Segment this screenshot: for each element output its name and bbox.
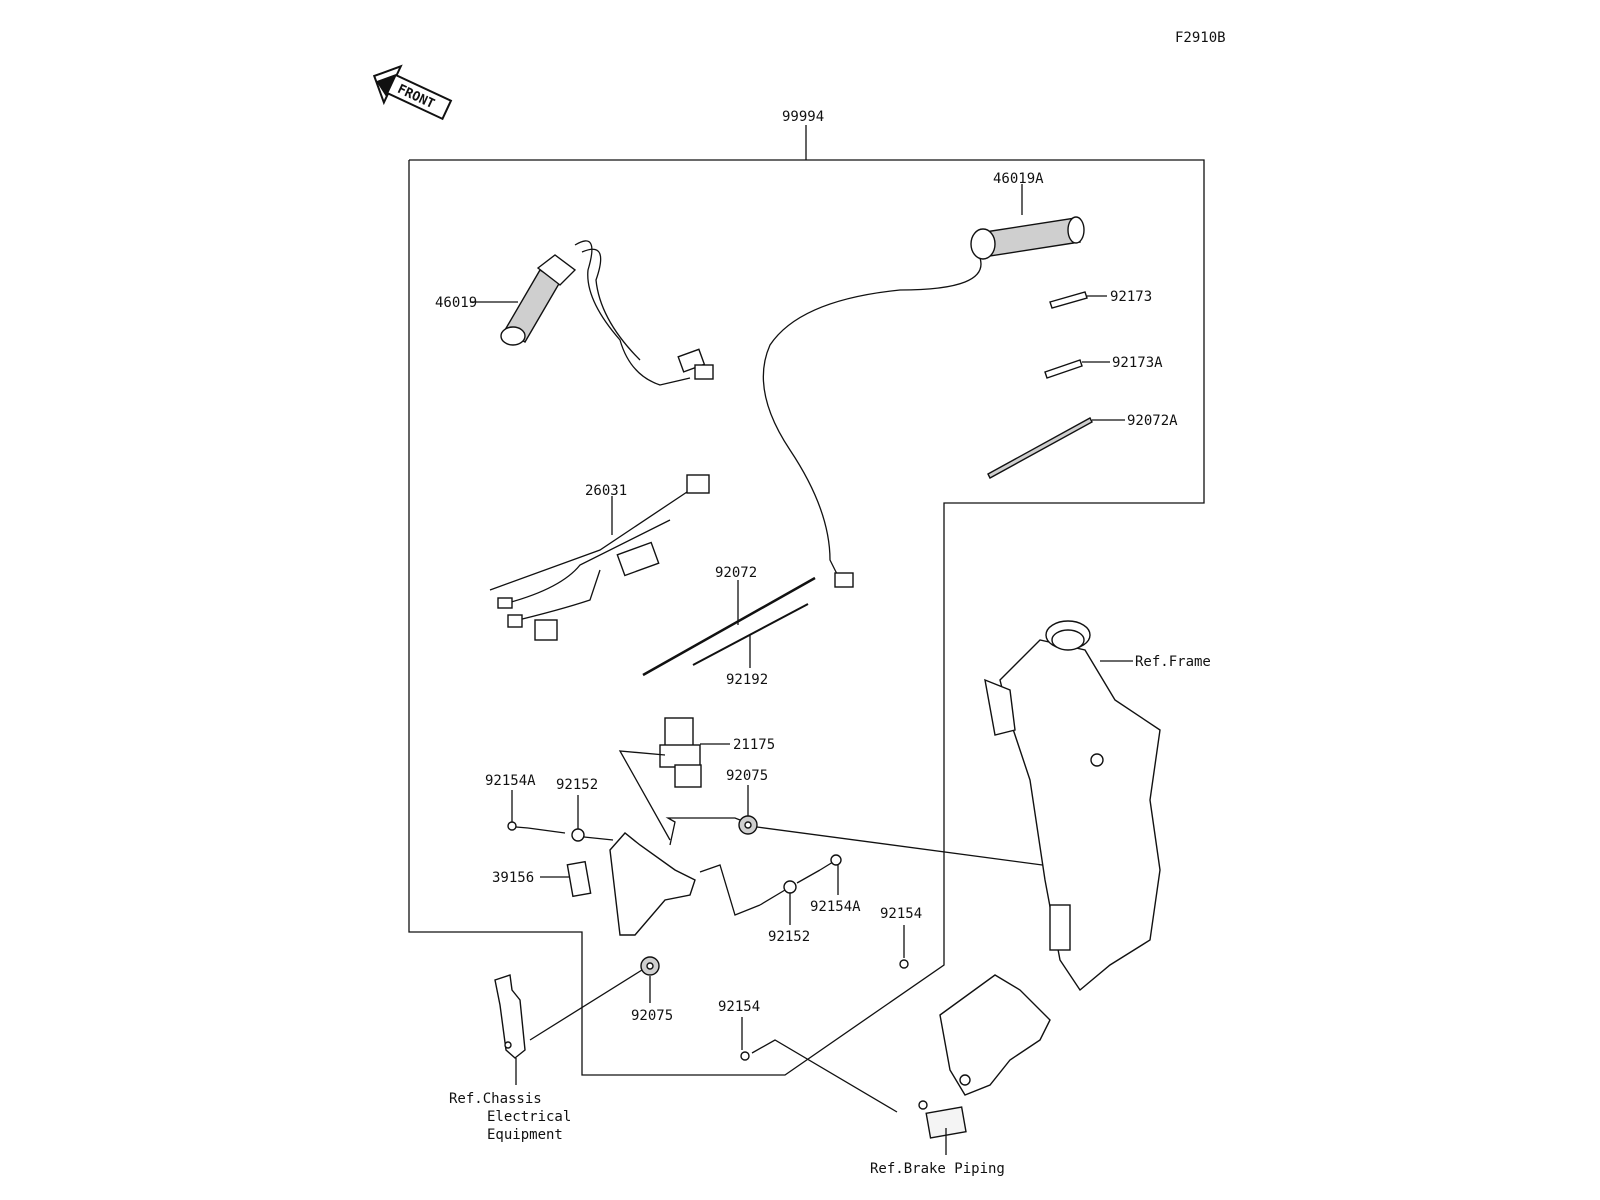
bolt-92154A-2 [819, 854, 842, 871]
label-92152-1: 92152 [556, 777, 598, 793]
front-arrow-icon: FRONT [372, 64, 453, 121]
assembly-label: 99994 [782, 109, 824, 125]
chassis-bracket-reference [494, 974, 526, 1059]
cable-tie-92072A [987, 417, 1093, 479]
label-92154-2: 92154 [718, 999, 760, 1015]
label-26031: 26031 [585, 483, 627, 499]
label-39156: 39156 [492, 870, 534, 886]
clamp-92173A [1044, 359, 1083, 379]
washer-92152-1 [571, 828, 585, 842]
label-92072A: 92072A [1127, 413, 1178, 429]
label-46019A: 46019A [993, 171, 1044, 187]
label-92154A-1: 92154A [485, 773, 536, 789]
ref-brake-label: Ref.Brake Piping [870, 1161, 1005, 1177]
band-92192 [692, 603, 809, 666]
label-92072: 92072 [715, 565, 757, 581]
ref-chassis-label-3: Equipment [487, 1127, 563, 1143]
bracket [566, 832, 696, 936]
brake-cover-reference [925, 974, 1051, 1139]
left-heated-grip [500, 240, 714, 386]
bolt-92154A-1 [507, 821, 529, 831]
label-92173A: 92173A [1112, 355, 1163, 371]
grommet-92075-2 [640, 956, 660, 976]
relay-21175 [659, 717, 702, 788]
label-92192: 92192 [726, 672, 768, 688]
label-46019: 46019 [435, 295, 477, 311]
brake-washer [918, 1100, 928, 1110]
diagram-code: F2910B [1175, 30, 1226, 46]
label-92075-1: 92075 [726, 768, 768, 784]
ref-chassis-label-1: Ref.Chassis [449, 1091, 542, 1107]
cable-tie-92072 [642, 576, 816, 677]
washer-92152-2 [783, 880, 797, 894]
label-92154-1: 92154 [880, 906, 922, 922]
ref-chassis-label-2: Electrical [487, 1109, 571, 1125]
label-92173: 92173 [1110, 289, 1152, 305]
label-92154A-2: 92154A [810, 899, 861, 915]
right-heated-grip [762, 216, 1085, 588]
label-92075-2: 92075 [631, 1008, 673, 1024]
label-21175: 21175 [733, 737, 775, 753]
wiring-harness-26031 [489, 474, 710, 641]
label-92152-2: 92152 [768, 929, 810, 945]
ref-frame-label: Ref.Frame [1135, 654, 1211, 670]
clamp-92173 [1049, 291, 1088, 309]
bolt-92154-2 [740, 1051, 750, 1061]
bolt-92154-1 [899, 959, 909, 969]
assembly-outline [408, 125, 1205, 1076]
frame-reference [984, 620, 1161, 992]
grommet-92075-1 [738, 815, 758, 835]
